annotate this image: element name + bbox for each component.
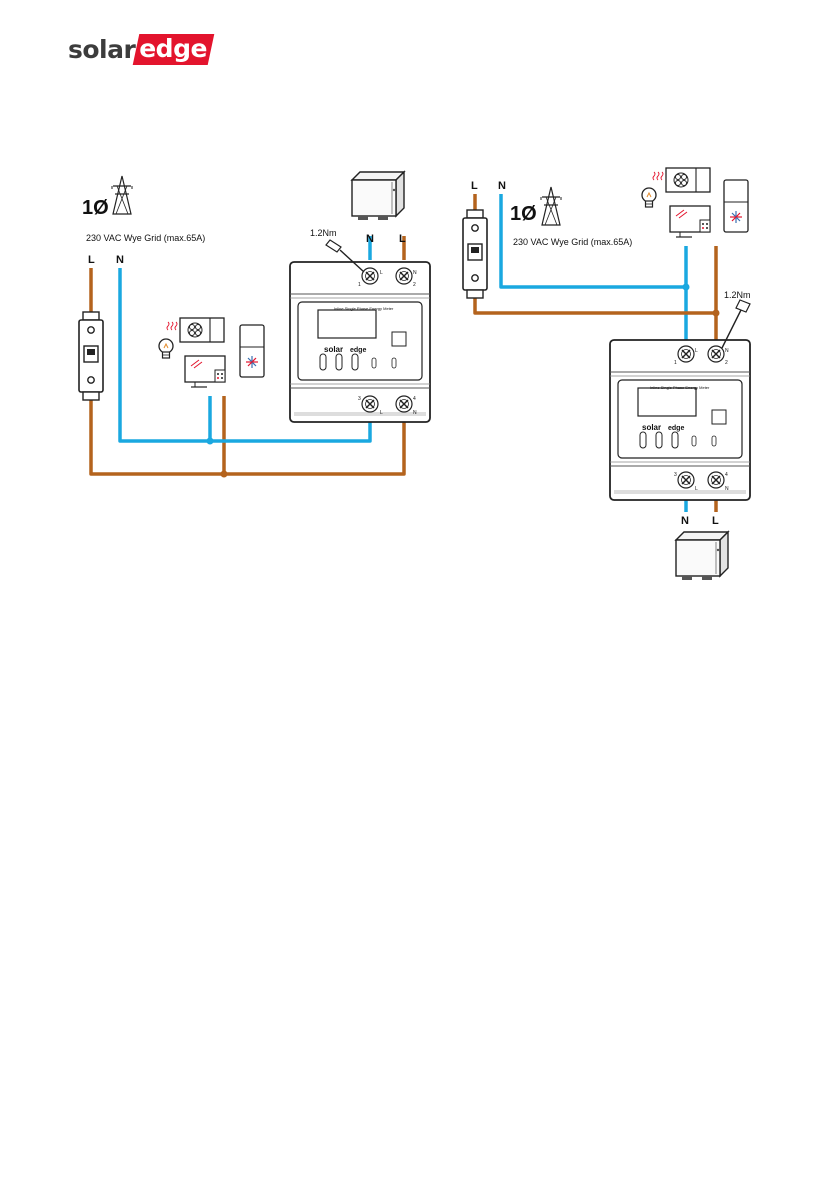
right-energy-meter: Inline Single Phase Energy Meter solar e… — [610, 340, 750, 500]
left-term2-letter: N — [413, 270, 417, 276]
left-wiring-diagram: 1Ø 230 VAC Wye Grid (max.65A) L N N L 1.… — [79, 172, 430, 478]
right-meter-title: Inline Single Phase Energy Meter — [650, 385, 710, 390]
left-terminal-2 — [396, 268, 412, 284]
left-fridge-icon — [240, 325, 264, 377]
right-fan-heater-icon — [653, 168, 710, 192]
right-meter-brand-tag: edge — [668, 425, 684, 432]
right-term1-letter: L — [695, 348, 698, 354]
left-terminal-1 — [362, 268, 378, 284]
right-phase-symbol: 1Ø — [510, 203, 537, 225]
right-meter-N-label: N — [681, 515, 689, 527]
left-phase-symbol: 1Ø — [82, 197, 109, 219]
left-term4-letter: N — [413, 410, 417, 416]
left-meter-brand: solar — [324, 345, 343, 354]
right-meter-brand: solar — [642, 423, 661, 432]
left-fan-heater-icon — [167, 318, 224, 342]
right-grid-label: 230 VAC Wye Grid (max.65A) — [513, 237, 632, 247]
right-meter-L-label: L — [712, 515, 719, 527]
left-meter-N-label: N — [366, 233, 374, 245]
left-grid-label: 230 VAC Wye Grid (max.65A) — [86, 233, 205, 243]
left-terminal-3 — [362, 396, 378, 412]
right-terminal-1 — [678, 346, 694, 362]
left-term1-num: 1 — [358, 282, 361, 288]
left-term4-num: 4 — [413, 396, 416, 402]
right-live-junction — [713, 310, 720, 317]
left-circuit-breaker-icon — [79, 312, 103, 400]
left-neutral-junction — [207, 438, 214, 445]
left-meter-title: Inline Single Phase Energy Meter — [334, 306, 394, 311]
right-torque-label: 1.2Nm — [724, 290, 751, 300]
left-inverter-icon — [352, 172, 404, 220]
left-meter-brand-tag: edge — [350, 347, 366, 354]
left-terminal-4 — [396, 396, 412, 412]
left-term3-letter: L — [380, 410, 383, 416]
left-bulb-icon — [159, 339, 173, 358]
right-term1-num: 1 — [674, 360, 677, 366]
right-oven-icon — [670, 206, 710, 237]
right-wiring-diagram: L N 1Ø 230 VAC Wye Grid (max.65A) Inline… — [463, 168, 751, 580]
right-terminal-4 — [708, 472, 724, 488]
right-term3-num: 3 — [674, 472, 677, 478]
right-term2-num: 2 — [725, 360, 728, 366]
left-term2-num: 2 — [413, 282, 416, 288]
left-supply-L-label: L — [88, 254, 95, 266]
right-term3-letter: L — [695, 486, 698, 492]
right-inverter-icon — [676, 532, 728, 580]
right-neutral-junction — [683, 284, 690, 291]
left-term3-num: 3 — [358, 396, 361, 402]
left-term1-letter: L — [380, 270, 383, 276]
right-supply-N-label: N — [498, 180, 506, 192]
right-terminal-3 — [678, 472, 694, 488]
right-circuit-breaker-icon — [463, 210, 487, 298]
right-term4-num: 4 — [725, 472, 728, 478]
right-supply-L-label: L — [471, 180, 478, 192]
left-energy-meter: Inline Single Phase Energy Meter solar e… — [290, 262, 430, 422]
left-grid-tower-icon — [112, 176, 132, 214]
left-torque-label: 1.2Nm — [310, 228, 337, 238]
right-bulb-icon — [642, 188, 656, 207]
left-oven-icon — [185, 356, 225, 387]
right-grid-tower-icon — [541, 187, 561, 225]
right-term2-letter: N — [725, 348, 729, 354]
right-terminal-2 — [708, 346, 724, 362]
left-live-junction — [221, 471, 228, 478]
right-term4-letter: N — [725, 486, 729, 492]
left-meter-L-label: L — [399, 233, 406, 245]
left-supply-N-label: N — [116, 254, 124, 266]
right-fridge-icon — [724, 180, 748, 232]
